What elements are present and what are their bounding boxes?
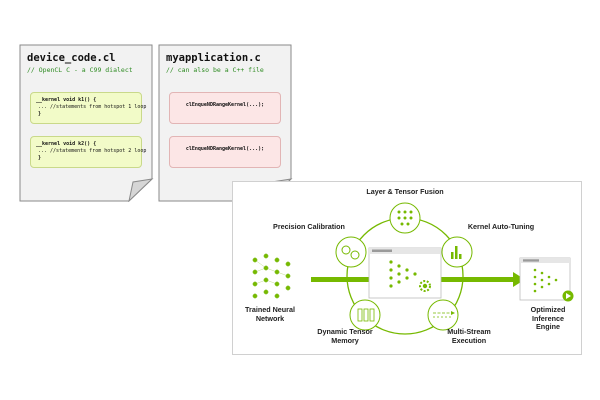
label-memory: Dynamic Tensor Memory (305, 327, 385, 345)
label-input-line2: Network (255, 313, 285, 323)
label-autotune: Kernel Auto-Tuning (467, 222, 535, 231)
diagram-graphics (252, 202, 574, 335)
myapplication-document: myapplication.c // can also be a C++ fil… (158, 44, 293, 202)
label-memory-line1: Dynamic Tensor (317, 327, 373, 336)
label-multistream-line1: Multi-Stream (447, 327, 491, 336)
label-input: Trained Neural Network (233, 305, 307, 323)
multistream-icon (427, 299, 459, 331)
fusion-icon (389, 202, 421, 234)
label-output-line2: Inference (532, 313, 564, 323)
enqueue-call: clEnqueNDRangeKernel(...); (185, 102, 265, 108)
autotune-icon (441, 236, 473, 268)
kernel-comment: ... //statements from hotspot 1 loop (38, 104, 147, 110)
label-multistream: Multi-Stream Execution (429, 327, 509, 345)
label-output-line1: Optimized (530, 305, 566, 314)
kernel-signature: __kernel void k1() { (36, 97, 97, 103)
optimization-diagram: Layer & Tensor Fusion Precision Calibrat… (232, 181, 582, 355)
play-icon (562, 290, 574, 302)
tensorrt-panel (368, 247, 442, 299)
label-precision: Precision Calibration (273, 222, 345, 231)
device-code-filename: device_code.cl (27, 52, 116, 64)
kernel-close-brace: } (38, 111, 42, 117)
label-input-line1: Trained Neural (245, 305, 295, 314)
enqueue-call-box-2: clEnqueNDRangeKernel(...); (169, 136, 281, 168)
enqueue-call: clEnqueNDRangeKernel(...); (185, 146, 265, 152)
label-output: Optimized Inference Engine (515, 305, 581, 332)
engine-icon (519, 257, 571, 301)
precision-icon (335, 236, 367, 268)
gear-icon (419, 280, 431, 292)
kernel-signature: __kernel void k2() { (36, 141, 97, 147)
label-fusion: Layer & Tensor Fusion (366, 187, 444, 196)
kernel-close-brace: } (38, 155, 42, 161)
neural-network-icon (252, 253, 291, 299)
device-code-document: device_code.cl // OpenCL C - a C99 diale… (19, 44, 154, 202)
label-memory-line2: Memory (331, 335, 359, 345)
label-output-line3: Engine (536, 322, 560, 331)
enqueue-call-box-1: clEnqueNDRangeKernel(...); (169, 92, 281, 124)
flow-arrow (311, 272, 525, 287)
kernel-comment: ... //statements from hotspot 2 loop (38, 148, 147, 154)
kernel-k1-box: __kernel void k1() { ... //statements fr… (30, 92, 147, 124)
device-code-subtitle: // OpenCL C - a C99 dialect (27, 66, 133, 74)
myapplication-filename: myapplication.c (166, 52, 261, 64)
memory-icon (349, 299, 381, 331)
kernel-k2-box: __kernel void k2() { ... //statements fr… (30, 136, 147, 168)
label-multistream-line2: Execution (451, 335, 487, 345)
myapplication-subtitle: // can also be a C++ file (166, 66, 264, 74)
